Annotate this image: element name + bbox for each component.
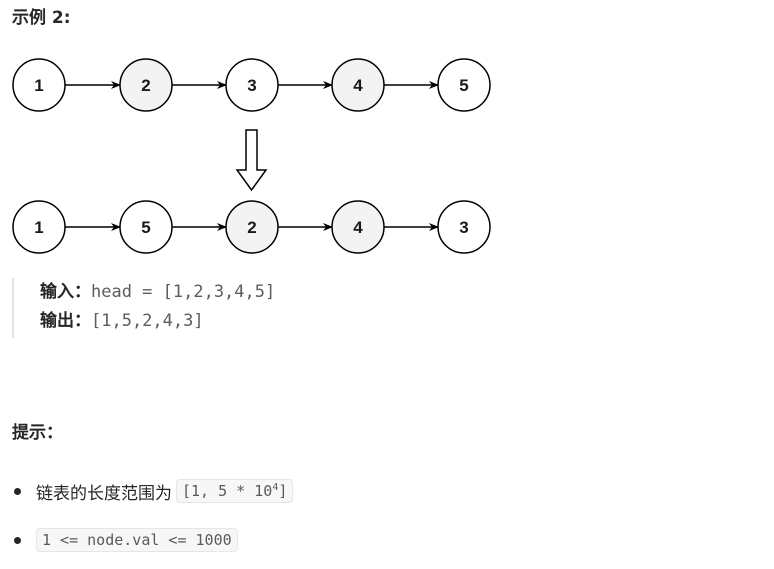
list-node (119, 200, 173, 254)
output-label: 输出： (40, 311, 91, 331)
hint-item: 链表的长度范围为 [1, 5 * 104] (14, 477, 294, 505)
list-node (119, 58, 173, 112)
hint-code: [1, 5 * 104] (176, 479, 294, 503)
node-value: 2 (247, 218, 256, 237)
hints-heading: 提示： (12, 423, 63, 443)
list-node (437, 200, 491, 254)
hint-code-suffix: ] (278, 482, 288, 500)
node-value: 1 (34, 218, 43, 237)
example-block: 输入：head = [1,2,3,4,5] 输出：[1,5,2,4,3] (12, 278, 275, 338)
node-value: 4 (353, 218, 363, 237)
output-value: [1,5,2,4,3] (91, 311, 204, 331)
hint-code-exponent: 4 (272, 482, 279, 493)
list-node (12, 58, 66, 112)
list-node (225, 200, 279, 254)
hint-item: 1 <= node.val <= 1000 (14, 526, 238, 554)
reordered-list: 1 5 2 4 3 (12, 200, 491, 254)
original-list: 1 2 3 4 5 (12, 58, 491, 112)
hint-text: 链表的长度范围为 (36, 483, 172, 504)
list-node (331, 58, 385, 112)
node-value: 2 (141, 76, 150, 95)
hint-code: 1 <= node.val <= 1000 (36, 528, 238, 552)
output-line: 输出：[1,5,2,4,3] (40, 307, 275, 336)
list-node (437, 58, 491, 112)
node-value: 5 (459, 76, 468, 95)
list-node (12, 200, 66, 254)
input-line: 输入：head = [1,2,3,4,5] (40, 278, 275, 307)
node-value: 3 (247, 76, 256, 95)
bullet-icon (14, 536, 21, 544)
node-value: 4 (353, 76, 363, 95)
list-node (331, 200, 385, 254)
input-value: head = [1,2,3,4,5] (91, 282, 276, 302)
linked-list-diagram: 1 2 3 4 5 1 5 2 4 3 (12, 58, 491, 254)
node-value: 3 (459, 218, 468, 237)
bullet-icon (14, 487, 21, 495)
node-value: 5 (141, 218, 150, 237)
example-heading: 示例 2: (12, 8, 71, 28)
hint-code-prefix: [1, 5 * 10 (182, 482, 273, 500)
list-node (225, 58, 279, 112)
input-label: 输入： (40, 282, 91, 302)
transform-arrow-icon (235, 129, 268, 192)
node-value: 1 (34, 76, 43, 95)
